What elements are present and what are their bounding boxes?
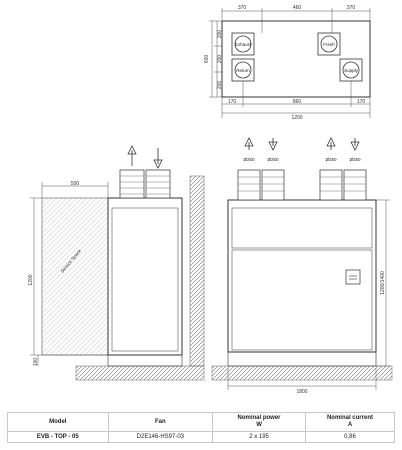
- control-box: [345, 269, 361, 285]
- dim-height-part: 200: [217, 81, 223, 90]
- airflow-arrow-up: [326, 137, 336, 150]
- header-power: Nominal power W: [212, 412, 306, 432]
- header-unit: A: [347, 422, 353, 428]
- table-header-row: Model Fan Nominal power W Nominal curren…: [7, 412, 396, 432]
- wall-hatch: [189, 175, 205, 367]
- cell-current: 0,86: [304, 431, 396, 443]
- floor-hatch: [75, 365, 205, 381]
- fan-front: [343, 169, 367, 201]
- duct-diameter: Ø250: [325, 157, 337, 162]
- dim-bottom-mid: 860: [293, 99, 302, 105]
- dim-height-total: 600: [204, 55, 210, 64]
- dim-bottom-right: 170: [357, 99, 366, 105]
- fan-front: [237, 169, 261, 201]
- airflow-arrow-down: [350, 138, 360, 151]
- top-view: Exhaust Fresh Return Supply 370 460 370: [204, 5, 371, 121]
- unit-body-side: [107, 197, 183, 356]
- port-label: Exhaust: [235, 42, 252, 47]
- header-unit: W: [256, 422, 262, 428]
- dim-bottom-left: 170: [228, 99, 237, 105]
- airflow-arrow-down: [153, 148, 163, 169]
- header-title: Nominal power: [237, 415, 281, 421]
- fan-side: [145, 169, 171, 199]
- dim-front-height: 1200/1400: [380, 271, 386, 295]
- duct-diameter: Ø250: [267, 157, 279, 162]
- dim-height-part: 200: [217, 55, 223, 64]
- header-title: Fan: [155, 418, 166, 425]
- dim-base: 100: [33, 358, 39, 367]
- header-model: Model: [7, 412, 109, 432]
- cell-model: EVB - TOP - 05: [7, 431, 109, 443]
- port-exhaust: Exhaust: [231, 32, 255, 56]
- dim-top-left: 370: [238, 5, 247, 11]
- port-fresh: Fresh: [317, 32, 341, 56]
- dim-front-width: 1800: [296, 389, 307, 395]
- technical-drawing: Exhaust Fresh Return Supply 370 460 370: [28, 5, 393, 395]
- spec-table: Model Fan Nominal power W Nominal curren…: [7, 412, 396, 443]
- fan-front: [319, 169, 343, 201]
- airflow-arrow-up: [127, 145, 137, 166]
- airflow-arrow-up: [244, 137, 254, 150]
- dim-depth: 500: [71, 181, 80, 187]
- port-label: Return: [236, 68, 250, 73]
- dim-overall-width: 1200: [291, 115, 302, 121]
- dim-side-height: 1200: [28, 274, 34, 285]
- cell-power: 2 x 195: [212, 431, 306, 443]
- service-space-area: [41, 197, 109, 356]
- port-supply: Supply: [339, 58, 363, 82]
- fan-front: [261, 169, 285, 201]
- header-fan: Fan: [107, 412, 214, 432]
- front-view: Ø250 Ø250 Ø250 Ø250 1200/1400 1800: [211, 137, 393, 395]
- duct-diameter: Ø250: [349, 157, 361, 162]
- airflow-arrow-down: [268, 138, 278, 151]
- table-row: EVB - TOP - 05 D2E146-HS97-03 2 x 195 0,…: [7, 431, 396, 443]
- floor-hatch: [211, 365, 393, 381]
- unit-outline-top: [221, 20, 371, 98]
- fan-side: [119, 169, 145, 199]
- duct-diameter: Ø250: [243, 157, 255, 162]
- dim-height-part: 200: [217, 30, 223, 39]
- cell-fan: D2E146-HS97-03: [107, 431, 214, 443]
- port-label: Supply: [344, 68, 359, 73]
- port-label: Fresh: [323, 42, 335, 47]
- dim-top-mid: 460: [293, 5, 302, 11]
- side-view: Service Space 500 1200 100: [28, 145, 205, 381]
- header-title: Nominal current: [326, 415, 373, 421]
- header-current: Nominal current A: [304, 412, 396, 432]
- header-title: Model: [49, 418, 67, 425]
- port-return: Return: [231, 58, 255, 82]
- dim-top-right: 370: [347, 5, 356, 11]
